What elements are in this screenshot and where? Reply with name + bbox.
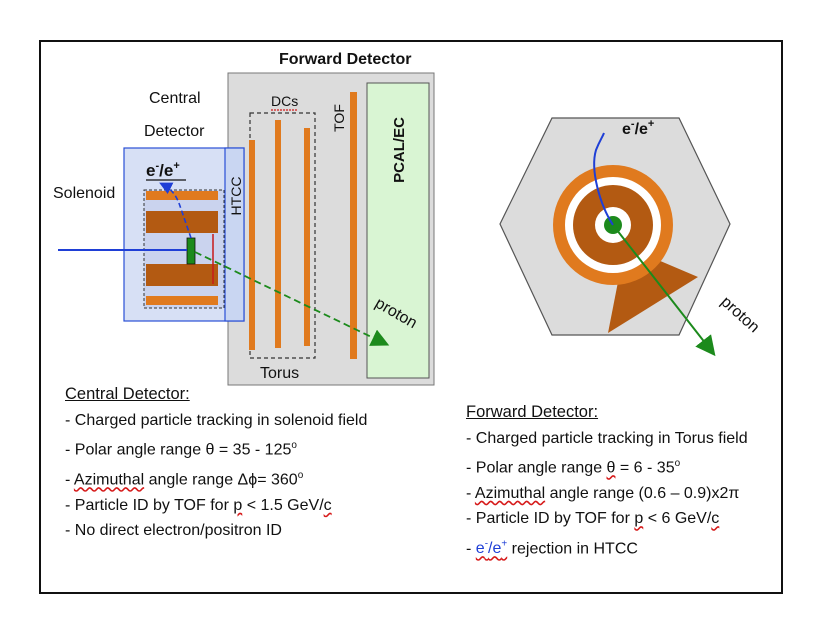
forward-list-item-1: - Charged particle tracking in Torus fie…	[466, 429, 748, 447]
forward-list-item-2: - Polar angle range θ = 6 - 35o	[466, 458, 681, 477]
tof-plate	[350, 92, 357, 359]
htcc-box	[224, 147, 245, 322]
lepton-label-right: e-/e+	[622, 118, 654, 138]
solenoid-label: Solenoid	[53, 185, 115, 202]
central-bar-3	[146, 264, 218, 286]
central-list-item-1: - Charged particle tracking in solenoid …	[65, 411, 368, 429]
pcal-ec-label: PCAL/EC	[391, 117, 408, 183]
dc-plate-1	[249, 140, 255, 350]
central-bar-4	[146, 296, 218, 305]
central-label-line1: Central	[149, 90, 201, 107]
proton-label-right: proton	[717, 293, 762, 336]
central-bar-1	[146, 191, 218, 200]
dcs-label: DCs	[271, 93, 298, 109]
forward-list-item-5: - e-/e+ rejection in HTCC	[466, 538, 638, 558]
pcal-ec-box	[366, 82, 430, 379]
central-list-item-5: - No direct electron/positron ID	[65, 522, 282, 540]
htcc-label: HTCC	[228, 177, 244, 216]
central-label-line2: Detector	[144, 123, 205, 140]
central-detector-list: Central Detector: - Charged particle tra…	[65, 382, 367, 544]
central-list-item-4: - Particle ID by TOF for p < 1.5 GeV/c	[65, 496, 332, 514]
central-list-item-2: - Polar angle range θ = 35 - 125o	[65, 440, 297, 459]
dc-plate-2	[275, 120, 281, 348]
central-list-header: Central Detector:	[65, 385, 190, 403]
forward-detector-list: Forward Detector: - Charged particle tra…	[466, 400, 748, 562]
central-list-item-3: - Azimuthal angle range Δϕ= 360o	[65, 469, 304, 489]
tof-label: TOF	[331, 104, 347, 132]
left-detector-diagram: Forward Detector Central Detector Soleno…	[53, 51, 435, 386]
right-detector-diagram: e-/e+ proton	[499, 117, 762, 357]
electron-track	[159, 182, 192, 239]
forward-list-header: Forward Detector:	[466, 403, 599, 421]
dc-plate-3	[304, 128, 310, 346]
forward-detector-label: Forward Detector	[279, 51, 411, 68]
proton-track-right	[612, 224, 716, 357]
electron-track-right	[593, 132, 614, 226]
proton-track	[194, 251, 390, 346]
lepton-label-left: e-/e+	[146, 160, 180, 180]
central-bar-2	[146, 211, 218, 233]
forward-list-item-3: - Azimuthal angle range (0.6 – 0.9)x2π	[466, 484, 740, 502]
forward-list-item-4: - Particle ID by TOF for p < 6 GeV/c	[466, 510, 720, 528]
torus-label: Torus	[260, 365, 299, 382]
target	[186, 237, 196, 265]
